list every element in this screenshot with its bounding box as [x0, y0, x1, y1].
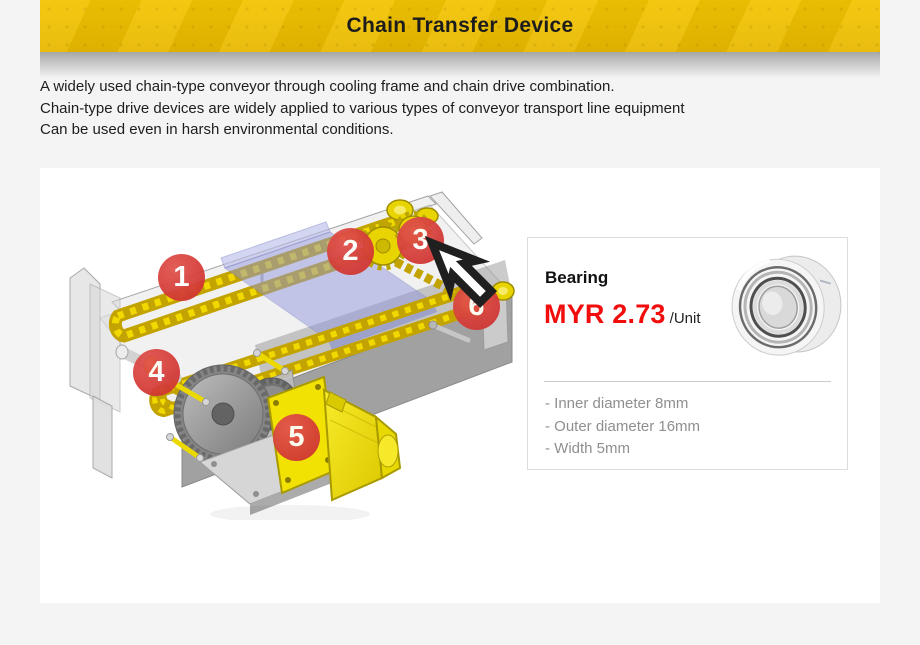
price-unit-label: /Unit	[669, 310, 701, 327]
callout-label: 1	[173, 261, 190, 293]
callout-label: 4	[148, 356, 165, 388]
callout-label: 2	[342, 235, 359, 267]
price-row: MYR 2.73 /Unit	[544, 299, 701, 330]
description-line: A widely used chain-type conveyor throug…	[40, 78, 615, 95]
callout-label: 3	[412, 224, 429, 256]
bearing-photo	[726, 254, 844, 360]
page-title: Chain Transfer Device	[346, 14, 574, 37]
description: A widely used chain-type conveyor throug…	[40, 76, 685, 141]
card-divider	[544, 381, 831, 382]
callout-4[interactable]: 4	[133, 349, 180, 396]
product-price: MYR 2.73	[544, 299, 666, 329]
cursor-icon	[424, 235, 498, 309]
callout-2[interactable]: 2	[327, 228, 374, 275]
banner-shadow	[40, 52, 880, 78]
product-name: Bearing	[545, 268, 609, 287]
callout-1[interactable]: 1	[158, 254, 205, 301]
product-card: Bearing MYR 2.73 /Unit	[527, 237, 848, 470]
title-banner: Chain Transfer Device	[40, 0, 880, 52]
description-line: Chain-type drive devices are widely appl…	[40, 99, 685, 117]
callout-5[interactable]: 5	[273, 414, 320, 461]
spec-item: - Width 5mm	[545, 440, 631, 457]
spec-list: - Inner diameter 8mm - Outer diameter 16…	[545, 393, 700, 461]
bearing-image	[731, 255, 842, 356]
conveyor-illustration	[69, 191, 515, 520]
spec-item: - Outer diameter 16mm	[545, 417, 701, 435]
callout-label: 5	[288, 421, 305, 453]
spec-item: - Inner diameter 8mm	[545, 395, 689, 412]
description-line: Can be used even in harsh environmental …	[40, 121, 394, 138]
